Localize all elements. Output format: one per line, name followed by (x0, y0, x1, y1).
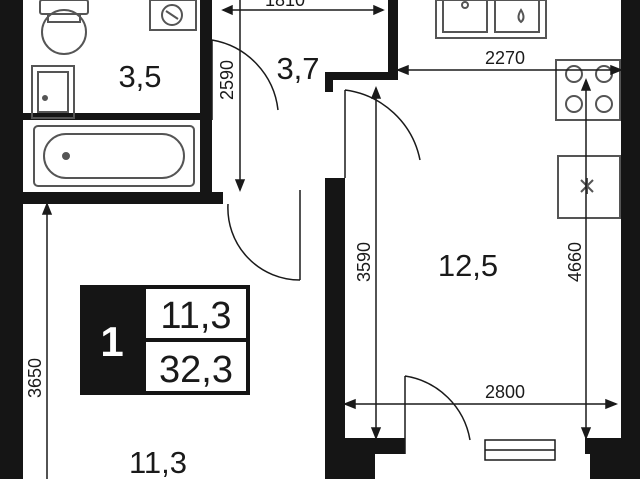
kitchen-fixtures (435, 0, 621, 219)
washing-machine-icon (149, 0, 197, 31)
balcony-right-wall (590, 454, 621, 479)
room-door (227, 190, 301, 281)
dim-kitchen-top: 2270 (485, 48, 525, 68)
kitchen-area: 12,5 (438, 248, 498, 283)
dim-hall-width: 1810 (265, 0, 305, 10)
bathroom-area: 3,5 (118, 59, 161, 94)
bathroom-bottom-wall (23, 192, 223, 204)
bathroom-fixtures (31, 0, 197, 187)
doors (211, 39, 556, 461)
hall-right-wall (388, 0, 398, 80)
hallway-area: 3,7 (276, 51, 319, 86)
stove-icon (555, 59, 621, 121)
outer-wall-right (621, 0, 640, 479)
dim-hall-height: 2590 (217, 60, 237, 100)
bathroom-divider-wall (23, 113, 200, 120)
kitchen-sink-icon (435, 0, 547, 39)
total-area: 32,3 (159, 349, 233, 391)
kitchen-left-wall (325, 178, 345, 479)
dim-kitchen-width: 2800 (485, 382, 525, 402)
dim-kitchen-height-right: 4660 (565, 242, 585, 282)
dim-room-height: 3650 (25, 358, 45, 398)
rooms-count: 1 (100, 318, 123, 365)
area-summary: 1 11,3 32,3 (80, 285, 250, 395)
kitchen-left-wall-upper (325, 72, 333, 92)
kitchen-bottom-wall-right (585, 438, 621, 454)
bathroom-door (211, 39, 279, 120)
bathtub-icon (33, 125, 195, 187)
outer-wall-left (0, 0, 23, 479)
toilet-icon (39, 0, 89, 55)
fridge-icon (557, 155, 621, 219)
kitchen-door (344, 89, 421, 178)
balcony-left-wall (325, 454, 375, 479)
rooms-count-box (80, 285, 144, 395)
living-area: 11,3 (160, 295, 231, 337)
hall-kitchen-wall (325, 72, 398, 80)
dim-kitchen-height-left: 3590 (354, 242, 374, 282)
balcony-door (404, 375, 471, 454)
dimension-lines (41, 0, 624, 479)
room-area: 11,3 (129, 445, 187, 479)
sink-icon (31, 65, 75, 119)
kitchen-bottom-wall-left (325, 438, 405, 454)
bathroom-right-wall (200, 0, 212, 204)
